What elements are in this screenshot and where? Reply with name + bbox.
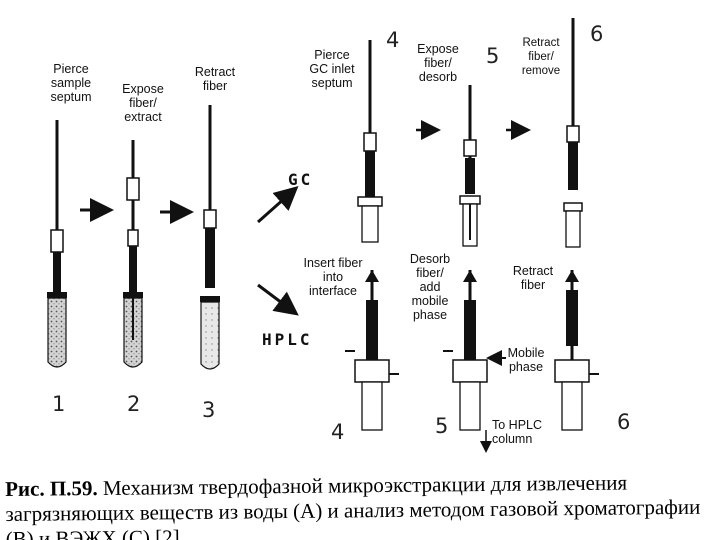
number-gc-5: 5	[486, 44, 500, 68]
gc-header: GC	[288, 170, 314, 189]
label-hplc-6: Retract fiber	[512, 264, 554, 292]
arrow-to-hplc	[257, 283, 299, 316]
device-step-1	[47, 120, 67, 368]
label-gc-4: Pierce GC inlet septum	[309, 48, 355, 90]
label-to-hplc-column: To HPLC column	[492, 418, 543, 446]
device-step-2	[123, 140, 143, 368]
number-hplc-5: 5	[435, 414, 449, 438]
gc-device-4	[357, 40, 383, 243]
caption-prefix: Рис. П.59.	[5, 476, 98, 501]
gc-device-6	[563, 18, 583, 248]
gc-device-5	[459, 85, 481, 247]
number-hplc-6: 6	[617, 410, 631, 434]
label-step-3: Retract fiber	[194, 65, 236, 93]
label-gc-6: Retract fiber/ remove	[521, 37, 561, 77]
label-step-1: Pierce sample septum	[50, 62, 92, 104]
number-hplc-4: 4	[331, 420, 345, 444]
label-step-2: Expose fiber/ extract	[122, 82, 164, 124]
hplc-header: HPLC	[262, 330, 313, 349]
number-gc-6: 6	[590, 22, 604, 46]
hplc-device-6	[554, 270, 599, 431]
number-gc-4: 4	[386, 28, 400, 52]
device-step-3	[200, 105, 220, 370]
label-mobile-phase: Mobile phase	[507, 346, 545, 374]
label-hplc-4: Insert fiber into interface	[303, 256, 363, 298]
label-gc-5: Expose fiber/ desorb	[417, 42, 459, 84]
hplc-device-4	[345, 270, 399, 431]
caption-text: Механизм твердофазной микроэкстракции дл…	[5, 470, 701, 540]
label-hplc-5: Desorb fiber/ add mobile phase	[409, 252, 451, 322]
number-step-2: 2	[127, 392, 141, 416]
number-step-1: 1	[52, 392, 66, 416]
figure-caption: Рис. П.59. Механизм твердофазной микроэк…	[5, 470, 718, 540]
number-step-3: 3	[202, 398, 216, 422]
hplc-device-5	[443, 270, 506, 453]
arrow-to-gc	[257, 186, 299, 224]
